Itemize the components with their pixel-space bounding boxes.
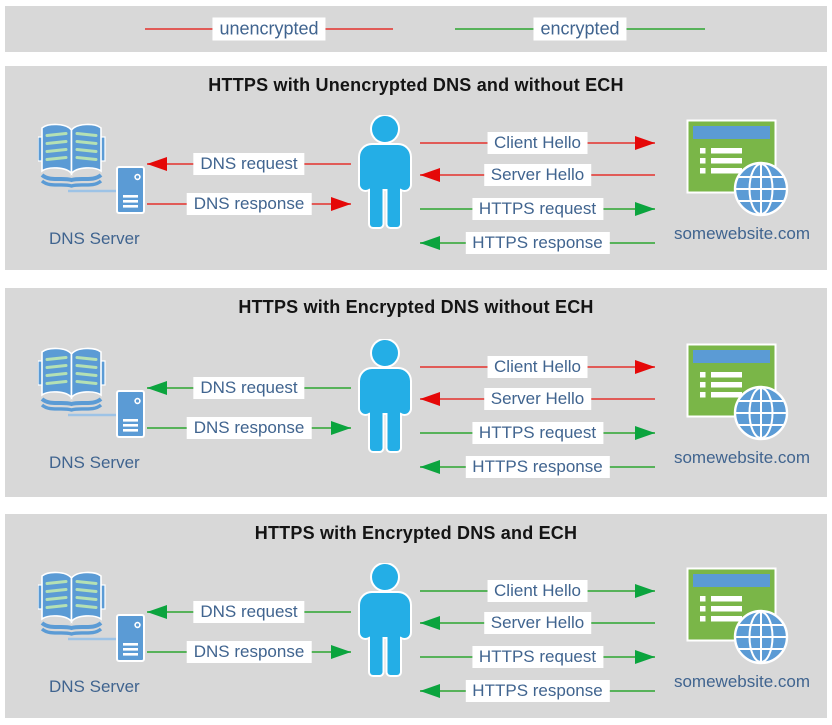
message-server-hello: Server Hello [420,612,655,634]
message-client-hello: Client Hello [420,356,655,378]
website-icon [686,119,789,217]
website-label: somewebsite.com [673,224,811,243]
message-label: DNS response [186,417,312,439]
panel-title: HTTPS with Encrypted DNS without ECH [238,297,594,317]
arrow-head-icon [147,605,167,619]
message-dns-response: DNS response [147,193,351,215]
website-label: somewebsite.com [673,672,811,691]
person-icon [358,115,412,229]
arrow-head-icon [420,460,440,474]
panel-unencrypted-dns-no-ech: HTTPS with Unencrypted DNS and without E… [5,66,827,270]
message-label: Client Hello [487,132,588,154]
person-icon [358,563,412,677]
message-label: HTTPS response [465,232,610,254]
arrow-head-icon [420,392,440,406]
message-server-hello: Server Hello [420,388,655,410]
arrow-head-icon [635,650,655,664]
message-https-request: HTTPS request [420,646,655,668]
message-dns-response: DNS response [147,641,351,663]
dns-server-label: DNS Server [49,229,140,248]
message-label: HTTPS response [465,680,610,702]
message-label: Server Hello [483,612,592,634]
arrow-head-icon [331,421,351,435]
arrow-head-icon [420,616,440,630]
message-https-request: HTTPS request [420,198,655,220]
message-client-hello: Client Hello [420,580,655,602]
message-dns-response: DNS response [147,417,351,439]
message-https-response: HTTPS response [420,680,655,702]
message-dns-request: DNS request [147,377,351,399]
message-label: HTTPS request [471,646,604,668]
message-label: DNS request [193,377,305,399]
message-label: DNS request [193,601,305,623]
arrow-head-icon [635,584,655,598]
legend-label: unencrypted [212,17,326,41]
message-dns-request: DNS request [147,153,351,175]
arrow-head-icon [420,236,440,250]
dns-server-label: DNS Server [49,677,140,696]
message-label: Client Hello [487,356,588,378]
website-icon [686,567,789,665]
legend-item-unencrypted: unencrypted [145,6,393,52]
arrow-head-icon [147,157,167,171]
website-icon [686,343,789,441]
legend-label: encrypted [533,17,627,41]
arrow-head-icon [331,645,351,659]
message-label: HTTPS request [471,422,604,444]
arrow-head-icon [635,202,655,216]
panel-title: HTTPS with Encrypted DNS and ECH [254,523,578,543]
person-icon [358,339,412,453]
message-https-response: HTTPS response [420,456,655,478]
message-https-request: HTTPS request [420,422,655,444]
legend-item-encrypted: encrypted [455,6,705,52]
arrow-head-icon [147,381,167,395]
arrow-head-icon [635,426,655,440]
panel-encrypted-dns-no-ech: HTTPS with Encrypted DNS without ECH DNS… [5,288,827,497]
message-dns-request: DNS request [147,601,351,623]
dns-server-icon [38,347,145,438]
message-label: DNS response [186,641,312,663]
message-label: DNS request [193,153,305,175]
message-label: Server Hello [483,164,592,186]
panel-encrypted-dns-with-ech: HTTPS with Encrypted DNS and ECH DNS Ser… [5,514,827,718]
dns-server-icon [38,123,145,214]
arrow-head-icon [420,684,440,698]
panel-title: HTTPS with Unencrypted DNS and without E… [208,75,624,95]
arrow-head-icon [420,168,440,182]
legend-bar: unencrypted encrypted [5,6,827,52]
message-https-response: HTTPS response [420,232,655,254]
website-label: somewebsite.com [673,448,811,467]
message-label: Client Hello [487,580,588,602]
message-client-hello: Client Hello [420,132,655,154]
dns-server-label: DNS Server [49,453,140,472]
dns-server-icon [38,571,145,662]
message-label: Server Hello [483,388,592,410]
message-server-hello: Server Hello [420,164,655,186]
message-label: HTTPS response [465,456,610,478]
arrow-head-icon [331,197,351,211]
message-label: HTTPS request [471,198,604,220]
arrow-head-icon [635,360,655,374]
message-label: DNS response [186,193,312,215]
arrow-head-icon [635,136,655,150]
